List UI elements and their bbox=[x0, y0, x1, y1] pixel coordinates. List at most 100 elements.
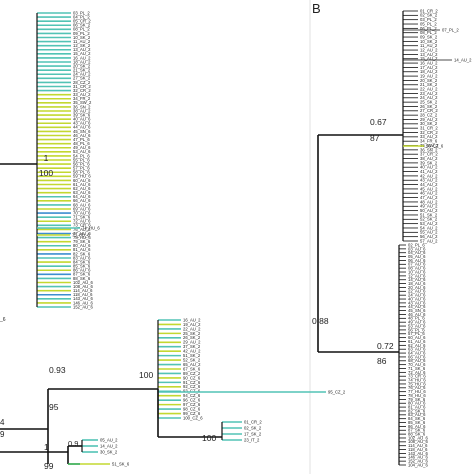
tip-label: 104_AU_6 bbox=[408, 462, 428, 467]
tip-label: 20_SK_2 bbox=[73, 63, 91, 68]
tip-label: 25_SK_2 bbox=[183, 331, 201, 336]
tip-label: 16_AU_2 bbox=[420, 60, 438, 65]
node-bootstrap: 100 bbox=[39, 168, 53, 178]
tip-label: 01_CR_2 bbox=[244, 419, 262, 424]
node-posterior: 1 bbox=[44, 153, 49, 163]
tip-label: 02_SK_2 bbox=[420, 13, 438, 18]
tip-label: 09_SK_2 bbox=[420, 34, 438, 39]
tip-label: 98_CZ_6 bbox=[183, 406, 201, 411]
tip-label: 63_AU_6 bbox=[408, 347, 426, 352]
tip-label: 10_SK_2 bbox=[420, 39, 438, 44]
tip-label: 16_AU_2 bbox=[73, 55, 91, 60]
tip-label: 46_AU_2 bbox=[420, 191, 438, 196]
tip-label: 13_AU_2 bbox=[420, 52, 438, 57]
tip-label: 46_AU_6 bbox=[73, 133, 91, 138]
tip-label: 14_AU_6 bbox=[408, 277, 426, 282]
panel-b-label: B bbox=[312, 1, 321, 16]
tip-label: 102_AU_6 bbox=[73, 280, 93, 285]
tip-label: 04_PL_2 bbox=[73, 14, 90, 19]
tip-label: 20_SK_2 bbox=[420, 78, 438, 83]
tip-label: 08_AU_6 bbox=[408, 266, 426, 271]
tip-label: 45_AU_2 bbox=[420, 186, 438, 191]
node-bootstrap: 100 bbox=[202, 433, 216, 443]
tip-label: 60_AU_6 bbox=[73, 178, 91, 183]
tip-label: 58_PL_6 bbox=[73, 170, 90, 175]
tip-label: 40_AU_6 bbox=[73, 117, 91, 122]
tip-label: 84_SK_6 bbox=[408, 416, 426, 421]
tip-label: 94_CZ_6 bbox=[183, 393, 201, 398]
tip-label: 12_SK_2 bbox=[73, 43, 91, 48]
tip-label: 91_CZ_6 bbox=[183, 380, 201, 385]
tip-label: 55_AU_2 bbox=[420, 230, 438, 235]
tip-label: 20_AU_6 bbox=[408, 285, 426, 290]
tip-label: 05_AU_2 bbox=[100, 437, 118, 442]
tip-label: 12_AU_6 bbox=[408, 273, 426, 278]
tip-label: 78_HU_6 bbox=[73, 235, 91, 240]
tip-label: 80_AU_6 bbox=[73, 243, 91, 248]
tip-label: 07_PL_2 bbox=[442, 27, 459, 32]
tip-label: 56_PL_6 bbox=[408, 327, 425, 332]
node-bootstrap: 99 bbox=[44, 461, 54, 471]
tip-label: 99_CZ_6 bbox=[183, 411, 201, 416]
tip-label: 45_SN_6 bbox=[73, 129, 91, 134]
tip-label: 39_SK_6 bbox=[73, 112, 91, 117]
tip-label: 82_SK_6 bbox=[73, 251, 91, 256]
tip-label: 60_AU_6 bbox=[408, 335, 426, 340]
tip-label: 45_SN_6 bbox=[408, 308, 426, 313]
tip-label: 96_CZ_6 bbox=[183, 398, 201, 403]
tip-label: 03_AU_6 bbox=[408, 246, 426, 251]
tip-label: 83_AU_6 bbox=[408, 412, 426, 417]
tip-label: 67_SK_6 bbox=[183, 366, 201, 371]
node-bootstrap: 87 bbox=[370, 133, 380, 143]
tip-label: 54_PL_6 bbox=[73, 153, 90, 158]
tip-label: 29_AU_2 bbox=[183, 340, 201, 345]
tip-label: 59_HU_6 bbox=[73, 174, 91, 179]
tip-label: 05_PL_2 bbox=[420, 21, 437, 26]
tip-label: 08_PL_2 bbox=[73, 27, 90, 32]
tip-label: 04_AU_6 bbox=[408, 250, 426, 255]
tip-label: 22_AU_2 bbox=[183, 326, 201, 331]
tip-label: 43_AU_6 bbox=[408, 300, 426, 305]
tip-label: 52_SK_2 bbox=[420, 217, 438, 222]
tip-label: 64_AU_6 bbox=[73, 194, 91, 199]
tip-label: 72_AU_6 bbox=[408, 370, 426, 375]
tip-label: 06_SK_2 bbox=[73, 23, 91, 28]
tip-label: 77_HU_6 bbox=[73, 231, 91, 236]
tip-label: 52_SK_2 bbox=[183, 357, 201, 362]
tip-label: 10_AU_6 bbox=[408, 269, 426, 274]
tip-label: 143_AU_6 bbox=[408, 451, 428, 456]
tip-label: 86_AU_6 bbox=[73, 268, 91, 273]
tip-label: 47_AU_2 bbox=[420, 195, 438, 200]
tip-label: 88_SK_6 bbox=[73, 276, 91, 281]
tip-label: 19_AU_2 bbox=[183, 322, 201, 327]
node-posterior: 0.72 bbox=[377, 341, 394, 351]
tip-label: 32_CR_2 bbox=[420, 130, 438, 135]
tip-label: 41_AU_2 bbox=[420, 169, 438, 174]
tip-label: 11_AU_2 bbox=[73, 39, 91, 44]
tip-label: 26_SK_2 bbox=[183, 335, 201, 340]
tip-label: 06_PL_2 bbox=[420, 26, 437, 31]
tip-label: 15_AU_2 bbox=[73, 51, 91, 56]
tip-label: 11_AU_2 bbox=[420, 43, 438, 48]
tip-label: 48_PL_6 bbox=[73, 141, 90, 146]
node-posterior: 0.88 bbox=[312, 316, 329, 326]
node-posterior: 0.93 bbox=[49, 365, 66, 375]
tip-label: 23_AU_2 bbox=[420, 91, 438, 96]
tip-label: 83_AU_6 bbox=[73, 255, 91, 260]
tip-label: 152_AU_6 bbox=[73, 304, 93, 309]
tip-label: 44_AU_2 bbox=[420, 182, 438, 187]
tip-label: 74_HU_6 bbox=[408, 377, 426, 382]
tip-label: 72_AU_6 bbox=[73, 219, 91, 224]
tip-label: 76_AU_6 bbox=[408, 385, 426, 390]
tip-label: 87_SK_6 bbox=[73, 272, 91, 277]
tip-label: 14_AU_2 bbox=[100, 443, 118, 448]
tip-label: 61_AU_6 bbox=[408, 339, 426, 344]
tip-label: 62_AU_6 bbox=[408, 343, 426, 348]
tip-label: 102_AU_6 bbox=[408, 435, 428, 440]
tip-label: 88_SK_6 bbox=[408, 432, 426, 437]
tip-label: 57_PL_6 bbox=[73, 166, 90, 171]
tip-label: 30_SK_2 bbox=[100, 449, 118, 454]
tip-label: 57_AU_2 bbox=[420, 238, 438, 243]
tip-label: 56_CZ_6 bbox=[426, 143, 444, 148]
